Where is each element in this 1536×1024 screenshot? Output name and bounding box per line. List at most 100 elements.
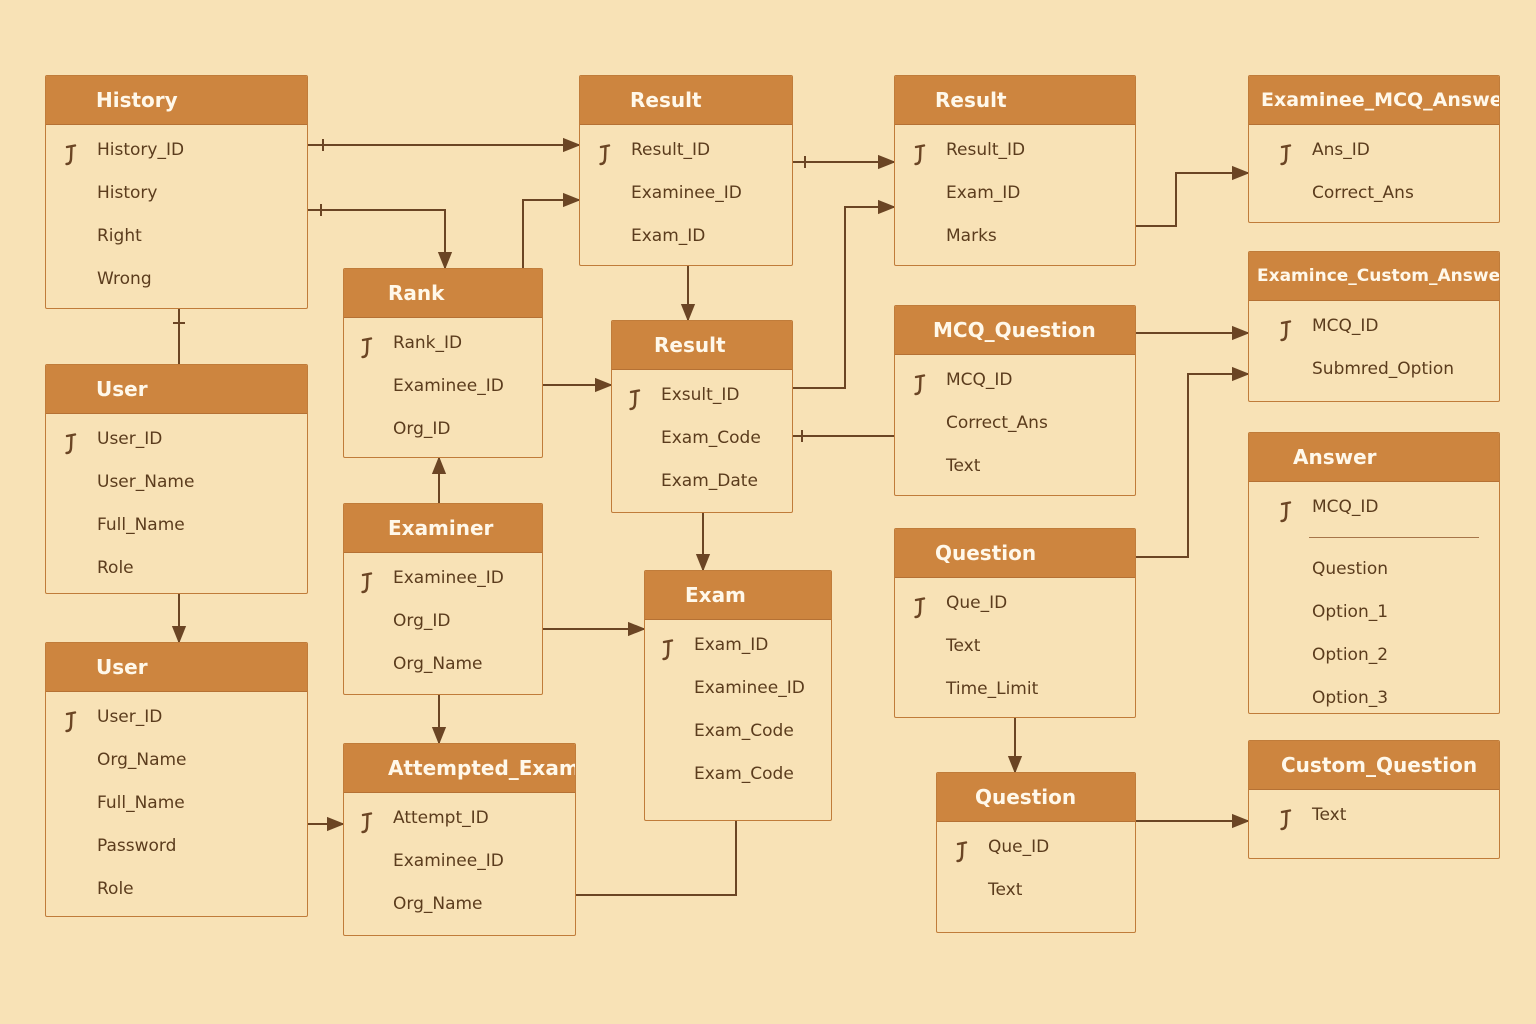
field-name: Exam_ID	[694, 635, 769, 655]
field-name: Wrong	[97, 269, 152, 289]
entity-field: Exam_Date	[612, 460, 792, 503]
entity-title: User	[46, 365, 307, 414]
field-name: Text	[988, 880, 1023, 900]
entity-field: Org_ID	[344, 408, 542, 451]
entity-field: Org_Name	[46, 739, 307, 782]
entity-field: Exam_Code	[645, 753, 831, 796]
field-name: Rank_ID	[393, 333, 463, 353]
primary-key-field: Examinee_ID	[344, 557, 542, 600]
entity-title: Question	[937, 773, 1135, 822]
field-name: Option_1	[1312, 602, 1389, 622]
primary-key-field: MCQ_ID	[1249, 305, 1499, 348]
field-name: Submred_Option	[1312, 359, 1455, 379]
field-name: Right	[97, 226, 142, 246]
field-name: Option_2	[1312, 645, 1389, 665]
entity-field: User_Name	[46, 461, 307, 504]
field-name: User_ID	[97, 707, 163, 727]
key-icon	[628, 385, 642, 411]
entity-field: Option_1	[1249, 591, 1499, 634]
primary-key-field: Ans_ID	[1249, 129, 1499, 172]
field-name: Exam_Code	[661, 428, 761, 448]
entity-field: Examinee_ID	[344, 840, 575, 883]
entity-field: Text	[937, 869, 1135, 912]
entity-field: Role	[46, 547, 307, 590]
field-name: Org_Name	[393, 894, 483, 914]
field-name: Examinee_ID	[393, 568, 504, 588]
key-icon	[1279, 316, 1293, 342]
field-name: Text	[1312, 805, 1347, 825]
primary-key-field: Attempt_ID	[344, 797, 575, 840]
primary-key-field: User_ID	[46, 418, 307, 461]
entity-field: Org_Name	[344, 883, 575, 926]
field-name: Examinee_ID	[631, 183, 742, 203]
field-name: Marks	[946, 226, 997, 246]
field-name: Attempt_ID	[393, 808, 489, 828]
field-name: Org_Name	[393, 654, 483, 674]
key-icon	[64, 707, 78, 733]
entity-title: Examinee_MCQ_Answer	[1249, 76, 1499, 125]
entity-title: Result	[580, 76, 792, 125]
entity-field: Option_2	[1249, 634, 1499, 677]
field-name: Password	[97, 836, 177, 856]
field-name: Org_Name	[97, 750, 187, 770]
entity-field: Full_Name	[46, 504, 307, 547]
entity-field: Marks	[895, 215, 1135, 258]
entity-title: MCQ_Question	[895, 306, 1135, 355]
entity-field: Exam_ID	[580, 215, 792, 258]
field-name: Text	[946, 456, 981, 476]
entity-field: Examinee_ID	[344, 365, 542, 408]
entity-field: Examinee_ID	[645, 667, 831, 710]
field-name: User_ID	[97, 429, 163, 449]
key-icon	[913, 593, 927, 619]
entity-field: Role	[46, 868, 307, 911]
primary-key-field: Que_ID	[895, 582, 1135, 625]
relationship-line	[308, 209, 453, 270]
key-icon	[1279, 497, 1293, 523]
entity-title: History	[46, 76, 307, 125]
primary-key-field: Rank_ID	[344, 322, 542, 365]
entity-title: Rank	[344, 269, 542, 318]
field-name: History	[97, 183, 158, 203]
entity-field: Examinee_ID	[580, 172, 792, 215]
field-name: Result_ID	[946, 140, 1026, 160]
key-icon	[661, 635, 675, 661]
primary-key-field: MCQ_ID	[895, 359, 1135, 402]
key-icon	[64, 140, 78, 166]
field-name: MCQ_ID	[1312, 316, 1379, 336]
entity-title: Answer	[1249, 433, 1499, 482]
entity-title: Result	[612, 321, 792, 370]
relationship-line	[1136, 366, 1250, 558]
field-name: Correct_Ans	[946, 413, 1048, 433]
field-name: Exam_Code	[694, 764, 794, 784]
field-name: Role	[97, 879, 134, 899]
field-name: Full_Name	[97, 793, 185, 813]
field-name: History_ID	[97, 140, 185, 160]
relationship-line	[576, 821, 737, 896]
field-name: Correct_Ans	[1312, 183, 1414, 203]
entity-field: Exam_ID	[895, 172, 1135, 215]
primary-key-field: Que_ID	[937, 826, 1135, 869]
key-icon	[955, 837, 969, 863]
field-name: Examinee_ID	[393, 376, 504, 396]
field-name: Exam_Date	[661, 471, 758, 491]
key-icon	[1279, 805, 1293, 831]
field-name: MCQ_ID	[946, 370, 1013, 390]
